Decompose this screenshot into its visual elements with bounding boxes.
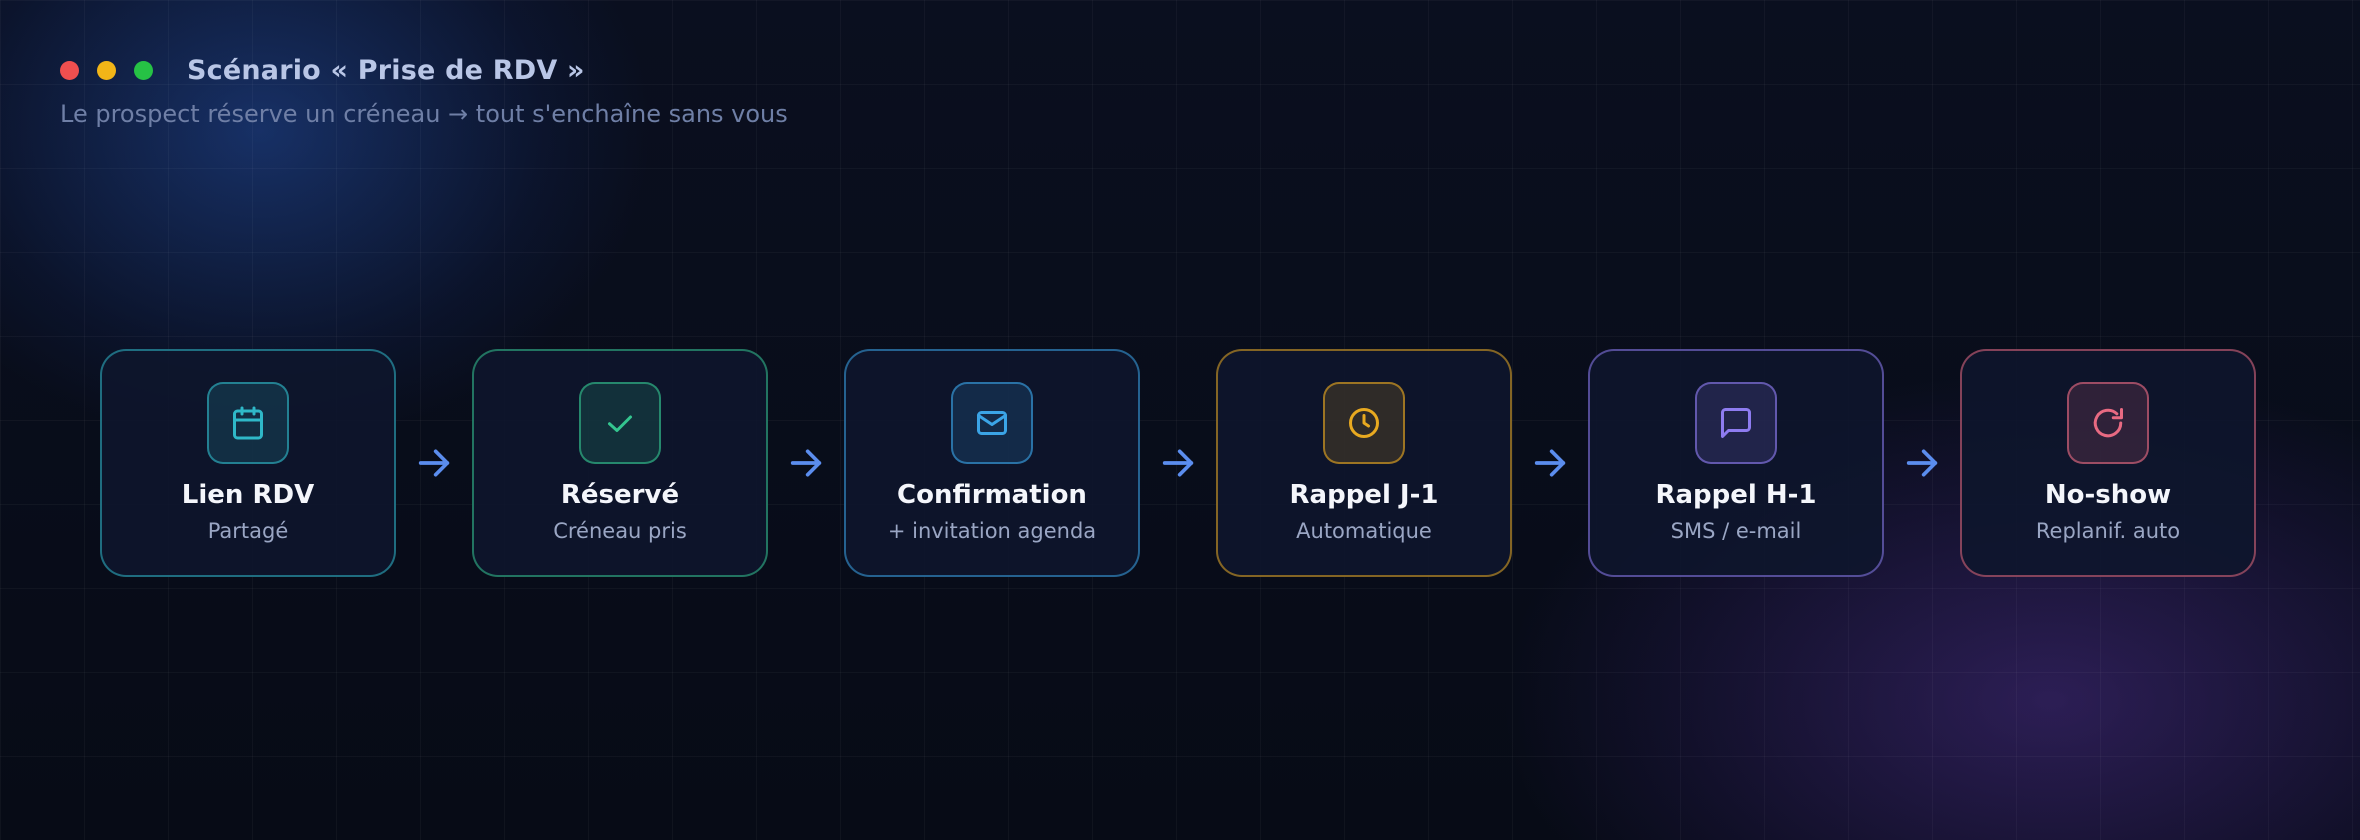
header: Scénario « Prise de RDV » Le prospect ré…	[60, 52, 788, 128]
arrow-right-icon	[1140, 443, 1216, 483]
step-subtitle: Automatique	[1296, 519, 1432, 543]
step-card-rappel-h1[interactable]: Rappel H-1 SMS / e-mail	[1588, 349, 1884, 577]
mail-icon	[951, 382, 1033, 464]
arrow-right-icon	[396, 443, 472, 483]
clock-icon	[1323, 382, 1405, 464]
workflow: Lien RDV Partagé Réservé Créneau pris Co…	[100, 349, 2256, 577]
step-title: No-show	[2044, 480, 2172, 510]
step-title: Rappel J-1	[1289, 480, 1439, 510]
title-row: Scénario « Prise de RDV »	[60, 52, 788, 88]
message-icon	[1695, 382, 1777, 464]
step-subtitle: Créneau pris	[553, 519, 687, 543]
step-title: Réservé	[560, 480, 680, 510]
step-card-reserve[interactable]: Réservé Créneau pris	[472, 349, 768, 577]
arrow-right-icon	[1884, 443, 1960, 483]
window-minimize-dot[interactable]	[97, 60, 116, 80]
step-card-rappel-j1[interactable]: Rappel J-1 Automatique	[1216, 349, 1512, 577]
page-title: Scénario « Prise de RDV »	[187, 54, 585, 86]
check-icon	[579, 382, 661, 464]
calendar-icon	[207, 382, 289, 464]
step-subtitle: Partagé	[207, 519, 289, 543]
step-card-lien-rdv[interactable]: Lien RDV Partagé	[100, 349, 396, 577]
arrow-right-icon	[768, 443, 844, 483]
step-subtitle: SMS / e-mail	[1670, 519, 1802, 543]
step-subtitle: Replanif. auto	[2035, 519, 2181, 543]
step-subtitle: + invitation agenda	[887, 519, 1097, 543]
step-title: Confirmation	[897, 480, 1087, 510]
step-card-no-show[interactable]: No-show Replanif. auto	[1960, 349, 2256, 577]
step-card-confirmation[interactable]: Confirmation + invitation agenda	[844, 349, 1140, 577]
step-title: Rappel H-1	[1655, 480, 1817, 510]
step-title: Lien RDV	[181, 480, 315, 510]
page-subtitle: Le prospect réserve un créneau → tout s'…	[60, 100, 788, 128]
arrow-right-icon	[1512, 443, 1588, 483]
window-maximize-dot[interactable]	[134, 60, 153, 80]
window-close-dot[interactable]	[60, 60, 79, 80]
refresh-icon	[2067, 382, 2149, 464]
